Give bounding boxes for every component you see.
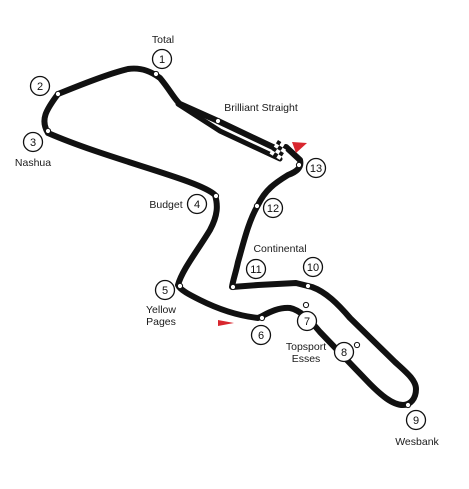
svg-text:12: 12 [267, 203, 279, 215]
corner-badge-8: 8 [333, 341, 355, 363]
label-brilliant-straight: Brilliant Straight [224, 102, 298, 114]
corner-badge-11: 11 [245, 258, 267, 280]
label-topsport-esses-line1: Topsport [286, 341, 326, 353]
label-budget: Budget [149, 199, 182, 211]
track-outline [41, 65, 419, 408]
corner-badge-9: 9 [405, 409, 427, 431]
label-continental: Continental [253, 243, 306, 255]
label-nashua: Nashua [15, 157, 51, 169]
svg-text:10: 10 [307, 262, 319, 274]
direction-flag-icon [218, 320, 234, 326]
svg-text:4: 4 [194, 199, 200, 211]
corner-badge-3: 3 [22, 131, 44, 153]
svg-text:6: 6 [258, 330, 264, 342]
corner-badge-2: 2 [29, 75, 51, 97]
corner-badge-4: 4 [186, 193, 208, 215]
svg-text:5: 5 [162, 285, 168, 297]
svg-text:13: 13 [310, 163, 322, 175]
svg-text:11: 11 [250, 264, 261, 276]
direction-flag-icon [292, 142, 307, 153]
label-yellow-pages-line1: Yellow [146, 304, 176, 316]
corner-badge-10: 10 [302, 256, 324, 278]
label-yellow-pages-line2: Pages [146, 316, 176, 328]
svg-text:9: 9 [413, 415, 419, 427]
label-total: Total [152, 34, 174, 46]
brilliant-straight-inner-line [175, 101, 283, 162]
checkered-flag-icon [269, 140, 289, 160]
corner-badge-7: 7 [296, 310, 318, 332]
corner-badge-5: 5 [154, 279, 176, 301]
label-wesbank: Wesbank [395, 436, 439, 448]
corner-badge-12: 12 [262, 197, 284, 219]
corner-badge-13: 13 [305, 157, 327, 179]
corner-badge-1: 1 [151, 48, 173, 70]
svg-text:3: 3 [30, 137, 36, 149]
svg-text:7: 7 [304, 316, 310, 328]
svg-text:8: 8 [341, 347, 347, 359]
corner-badge-6: 6 [250, 324, 272, 346]
label-topsport-esses-line2: Esses [292, 353, 321, 365]
svg-text:1: 1 [159, 54, 165, 66]
svg-text:2: 2 [37, 81, 43, 93]
corner-markers [44, 70, 412, 409]
